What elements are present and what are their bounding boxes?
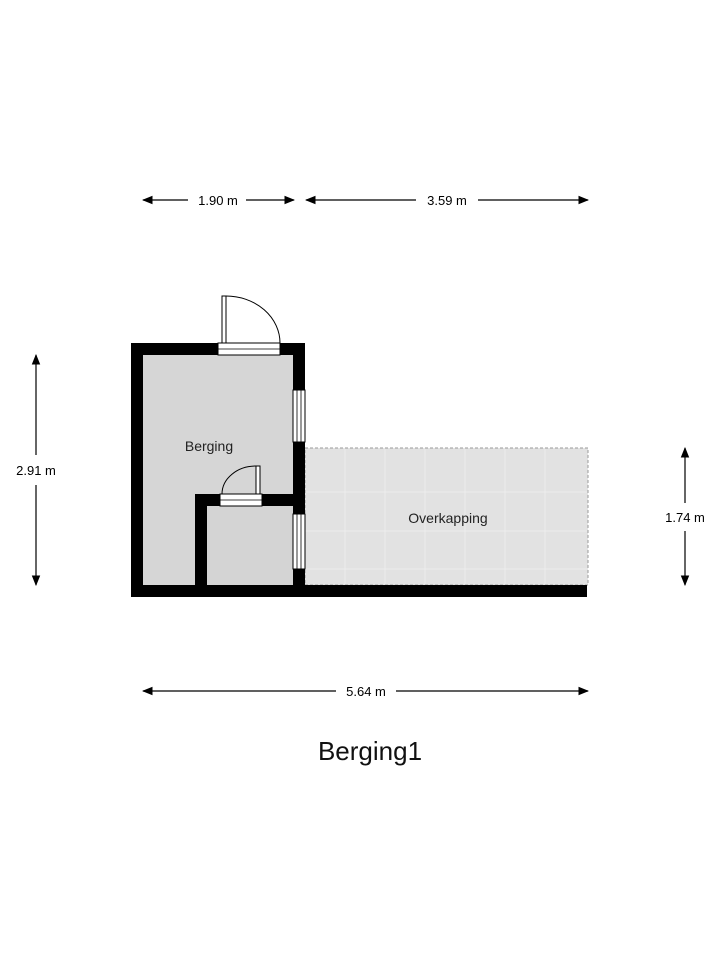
window-lower <box>292 513 306 570</box>
window-upper <box>292 389 306 443</box>
dimension-top-right-label: 3.59 m <box>427 193 467 208</box>
room-label-overkapping: Overkapping <box>408 510 487 526</box>
room-label-berging: Berging <box>185 438 233 454</box>
dimension-top-left: 1.90 m <box>141 193 296 208</box>
overkapping-area <box>304 447 589 586</box>
dimension-top-right: 3.59 m <box>304 193 590 208</box>
dimension-left-label: 2.91 m <box>16 463 56 478</box>
dimension-left: 2.91 m <box>16 353 56 587</box>
dimension-right: 1.74 m <box>665 446 705 587</box>
main-door <box>217 295 281 356</box>
dimension-bottom-label: 5.64 m <box>346 684 386 699</box>
dimension-right-label: 1.74 m <box>665 510 705 525</box>
dimension-top-left-label: 1.90 m <box>198 193 238 208</box>
walls <box>131 343 587 597</box>
plan-title: Berging1 <box>318 736 422 766</box>
closet-floor <box>207 506 293 585</box>
dimension-bottom: 5.64 m <box>141 684 590 699</box>
closet-door <box>219 465 263 507</box>
